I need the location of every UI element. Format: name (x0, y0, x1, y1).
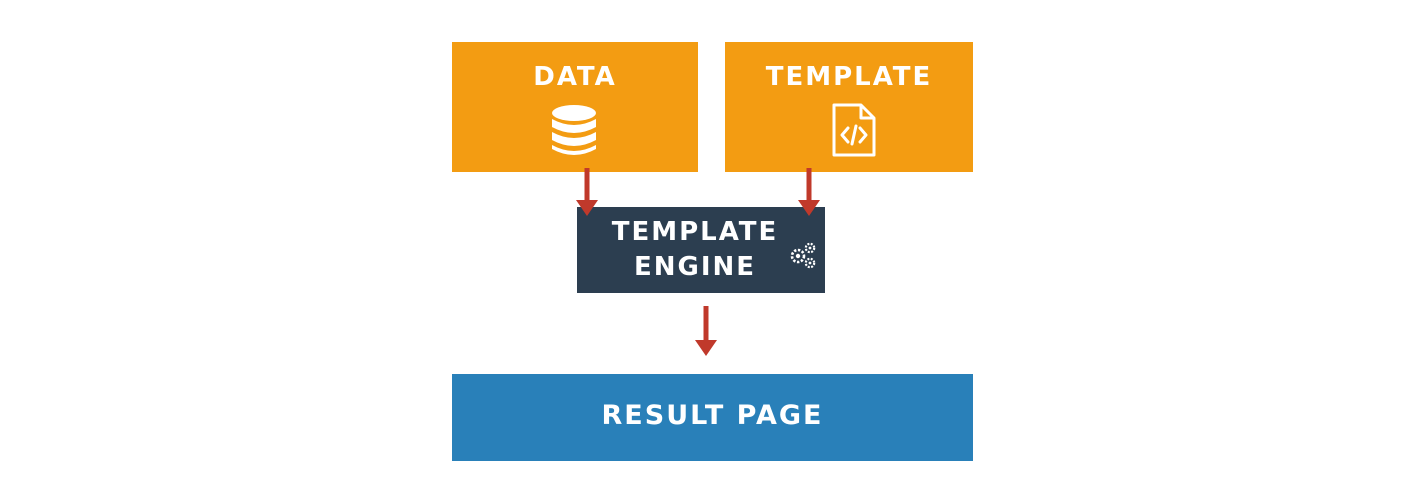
arrow-engine-to-result (695, 306, 717, 356)
template-engine-label-line2: ENGINE (633, 252, 757, 282)
code-file-icon (832, 103, 876, 157)
result-page-label: RESULT PAGE (601, 400, 824, 431)
template-engine-label-line1: TEMPLATE (611, 217, 779, 247)
template-node: TEMPLATE (725, 42, 973, 172)
data-node: DATA (452, 42, 698, 172)
result-page-node: RESULT PAGE (452, 374, 973, 461)
template-engine-node: TEMPLATE ENGINE (577, 207, 825, 293)
arrow-template-to-engine (798, 168, 820, 216)
template-node-label: TEMPLATE (765, 62, 933, 92)
gears-icon (790, 242, 816, 269)
template-engine-label: TEMPLATE ENGINE (597, 215, 793, 285)
data-node-label: DATA (533, 62, 617, 92)
arrow-data-to-engine (576, 168, 598, 216)
database-icon (552, 105, 596, 155)
